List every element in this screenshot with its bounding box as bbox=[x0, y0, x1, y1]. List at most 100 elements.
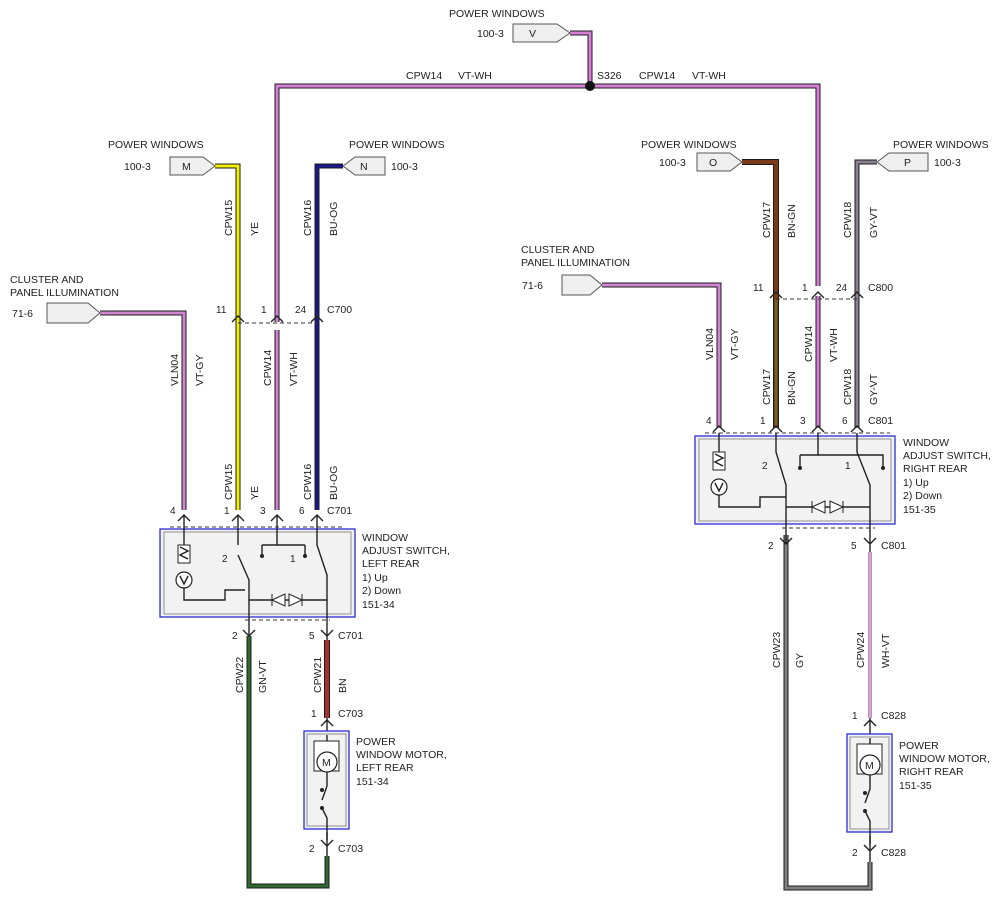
wire-pw-v-feed[interactable] bbox=[570, 30, 593, 86]
label-r-bngn-dn: BN-GN bbox=[786, 371, 798, 405]
svg-text:P: P bbox=[904, 157, 911, 169]
ref-power-windows-m[interactable]: M POWER WINDOWS 100-3 bbox=[108, 139, 216, 176]
window-adjust-switch-left-rear[interactable]: 2 1 WINDOW ADJUST SWITCH, LEFT REAR 1) U… bbox=[159, 527, 450, 618]
svg-text:151-35: 151-35 bbox=[899, 780, 932, 792]
svg-text:ADJUST SWITCH,: ADJUST SWITCH, bbox=[362, 545, 450, 557]
label-l-gnvt: GN-VT bbox=[257, 660, 269, 693]
svg-text:C828: C828 bbox=[881, 847, 906, 859]
connector-c801-bottom: 2 5 C801 bbox=[768, 524, 906, 552]
label-r-cpw18-up: CPW18 bbox=[842, 202, 854, 238]
svg-text:WINDOW MOTOR,: WINDOW MOTOR, bbox=[356, 749, 447, 761]
power-window-motor-right-rear[interactable]: M POWER WINDOW MOTOR, RIGHT REAR 151-35 bbox=[846, 733, 990, 845]
svg-text:WINDOW: WINDOW bbox=[362, 532, 408, 544]
label-r-cpw17-dn: CPW17 bbox=[761, 369, 773, 405]
label-l-cpw15-up: CPW15 bbox=[223, 200, 235, 236]
label-l-vtgy: VT-GY bbox=[194, 354, 206, 386]
svg-text:LEFT REAR: LEFT REAR bbox=[356, 762, 414, 774]
connector-c701-bottom: 2 5 C701 bbox=[232, 617, 363, 642]
svg-text:2: 2 bbox=[852, 848, 858, 859]
ref-cluster-illumination-left[interactable]: CLUSTER AND PANEL ILLUMINATION 71-6 bbox=[10, 274, 119, 324]
connector-c701-top: 4 1 3 6 C701 bbox=[170, 505, 352, 528]
svg-text:POWER WINDOWS: POWER WINDOWS bbox=[449, 8, 545, 20]
label-r-cpw24: CPW24 bbox=[855, 632, 867, 668]
svg-text:2: 2 bbox=[768, 541, 774, 552]
svg-text:PANEL ILLUMINATION: PANEL ILLUMINATION bbox=[521, 257, 630, 269]
power-window-motor-left-rear[interactable]: M POWER WINDOW MOTOR, LEFT REAR 151-34 bbox=[303, 730, 447, 840]
svg-text:2: 2 bbox=[309, 844, 315, 855]
svg-text:LEFT REAR: LEFT REAR bbox=[362, 558, 420, 570]
label-l-cpw15-dn: CPW15 bbox=[223, 464, 235, 500]
svg-text:RIGHT REAR: RIGHT REAR bbox=[899, 766, 964, 778]
svg-text:1: 1 bbox=[224, 506, 230, 517]
svg-text:5: 5 bbox=[309, 631, 315, 642]
ref-power-windows-o[interactable]: O POWER WINDOWS 100-3 bbox=[641, 139, 743, 172]
svg-text:3: 3 bbox=[260, 506, 266, 517]
svg-text:71-6: 71-6 bbox=[12, 308, 33, 320]
connector-c703-bottom: 2 C703 bbox=[309, 832, 363, 856]
ref-cluster-illumination-right[interactable]: CLUSTER AND PANEL ILLUMINATION 71-6 bbox=[521, 244, 630, 296]
ref-power-windows-v[interactable]: V POWER WINDOWS 100-3 bbox=[449, 8, 571, 43]
wire-l-vln04[interactable] bbox=[100, 310, 187, 510]
svg-text:C800: C800 bbox=[868, 282, 893, 294]
label-l-vtwh: VT-WH bbox=[288, 352, 300, 386]
svg-text:POWER: POWER bbox=[356, 736, 396, 748]
label-cpw14-right: CPW14 bbox=[639, 70, 675, 82]
svg-text:1: 1 bbox=[261, 305, 267, 316]
label-r-vln04: VLN04 bbox=[704, 328, 716, 360]
svg-text:CLUSTER AND: CLUSTER AND bbox=[521, 244, 595, 256]
label-r-gyvt-dn: GY-VT bbox=[868, 373, 880, 405]
svg-text:5: 5 bbox=[851, 541, 857, 552]
svg-text:C801: C801 bbox=[881, 540, 906, 552]
wire-cpw14-top[interactable] bbox=[274, 83, 821, 322]
svg-text:WINDOW MOTOR,: WINDOW MOTOR, bbox=[899, 753, 990, 765]
label-l-bn: BN bbox=[337, 678, 349, 693]
svg-text:6: 6 bbox=[299, 506, 305, 517]
svg-text:POWER WINDOWS: POWER WINDOWS bbox=[641, 139, 737, 151]
svg-text:ADJUST SWITCH,: ADJUST SWITCH, bbox=[903, 450, 991, 462]
label-l-buog-up: BU-OG bbox=[328, 202, 340, 236]
window-adjust-switch-right-rear[interactable]: 2 1 WINDOW ADJUST SWITCH, RIGHT REAR 1) … bbox=[694, 433, 991, 525]
label-l-cpw14: CPW14 bbox=[262, 350, 274, 386]
svg-text:C701: C701 bbox=[338, 630, 363, 642]
svg-text:100-3: 100-3 bbox=[934, 157, 961, 169]
label-r-cpw18-dn: CPW18 bbox=[842, 369, 854, 405]
connector-c801-top: 4 1 3 6 C801 bbox=[705, 415, 893, 434]
label-l-cpw22: CPW22 bbox=[234, 657, 246, 693]
label-r-bngn-up: BN-GN bbox=[786, 204, 798, 238]
svg-text:24: 24 bbox=[295, 305, 307, 316]
svg-text:1: 1 bbox=[290, 554, 296, 565]
svg-text:151-35: 151-35 bbox=[903, 504, 936, 516]
svg-text:2: 2 bbox=[762, 461, 768, 472]
ref-power-windows-p[interactable]: P POWER WINDOWS 100-3 bbox=[876, 139, 989, 172]
label-vtwh-left: VT-WH bbox=[458, 70, 492, 82]
svg-text:100-3: 100-3 bbox=[659, 157, 686, 169]
label-l-cpw16-dn: CPW16 bbox=[302, 464, 314, 500]
svg-text:100-3: 100-3 bbox=[391, 161, 418, 173]
connector-c828-bottom: 2 C828 bbox=[852, 836, 906, 862]
label-vtwh-right: VT-WH bbox=[692, 70, 726, 82]
svg-text:M: M bbox=[322, 757, 331, 769]
svg-text:2: 2 bbox=[232, 631, 238, 642]
connector-c700: 11 1 24 C700 bbox=[216, 304, 352, 324]
label-r-cpw17-up: CPW17 bbox=[761, 202, 773, 238]
svg-text:C703: C703 bbox=[338, 708, 363, 720]
svg-text:C801: C801 bbox=[868, 415, 893, 427]
svg-text:6: 6 bbox=[842, 416, 848, 427]
wires bbox=[100, 30, 877, 891]
svg-text:V: V bbox=[529, 28, 536, 40]
connector-c800: 11 1 24 C800 bbox=[753, 282, 893, 300]
svg-text:1) Up: 1) Up bbox=[903, 477, 929, 489]
label-cpw14-left: CPW14 bbox=[406, 70, 442, 82]
label-r-cpw14: CPW14 bbox=[803, 326, 815, 362]
svg-text:N: N bbox=[360, 161, 368, 173]
label-r-cpw23: CPW23 bbox=[771, 632, 783, 668]
svg-text:C703: C703 bbox=[338, 843, 363, 855]
label-r-vtwh: VT-WH bbox=[828, 328, 840, 362]
ref-power-windows-n[interactable]: N POWER WINDOWS 100-3 bbox=[342, 139, 445, 176]
svg-text:1: 1 bbox=[852, 711, 858, 722]
svg-text:POWER WINDOWS: POWER WINDOWS bbox=[893, 139, 989, 151]
svg-text:100-3: 100-3 bbox=[124, 161, 151, 173]
svg-text:POWER WINDOWS: POWER WINDOWS bbox=[349, 139, 445, 151]
svg-text:1: 1 bbox=[311, 709, 317, 720]
wire-r-vln04[interactable] bbox=[602, 282, 722, 428]
